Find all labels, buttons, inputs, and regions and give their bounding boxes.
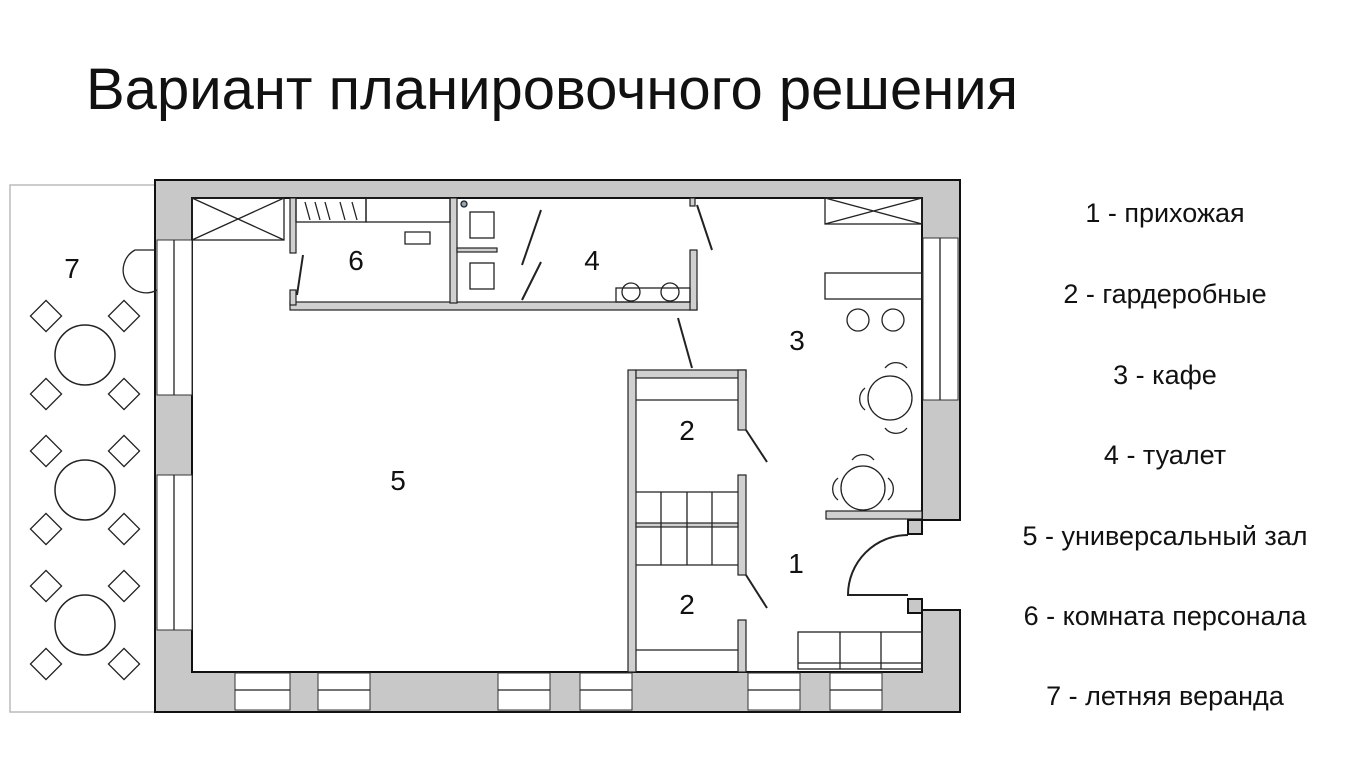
outer-walls (154, 179, 961, 713)
page-title: Вариант планировочного решения (86, 57, 1019, 122)
legend-item: 7 - летняя веранда (1046, 681, 1284, 711)
room-label-6: 6 (348, 245, 364, 276)
legend-item: 2 - гардеробные (1063, 279, 1267, 309)
veranda-table (29, 434, 141, 546)
room-label-2: 2 (679, 589, 695, 620)
legend-item: 5 - универсальный зал (1022, 521, 1308, 551)
veranda-tables (29, 299, 141, 681)
room-label-3: 3 (789, 325, 805, 356)
room-label-2: 2 (679, 415, 695, 446)
inner-walls (289, 197, 923, 673)
room-label-7: 7 (64, 253, 80, 284)
room-label-5: 5 (390, 465, 406, 496)
windows (156, 237, 959, 711)
veranda-table (29, 299, 141, 411)
legend-item: 1 - прихожая (1085, 198, 1245, 228)
room-label-4: 4 (584, 245, 600, 276)
veranda-door (122, 249, 158, 294)
room-label-1: 1 (788, 548, 804, 579)
doors (296, 204, 909, 609)
veranda-table (29, 569, 141, 681)
fixtures (191, 197, 923, 670)
legend-item: 4 - туалет (1103, 440, 1227, 470)
legend-item: 6 - комната персонала (1023, 601, 1307, 631)
legend-item: 3 - кафе (1113, 360, 1217, 390)
